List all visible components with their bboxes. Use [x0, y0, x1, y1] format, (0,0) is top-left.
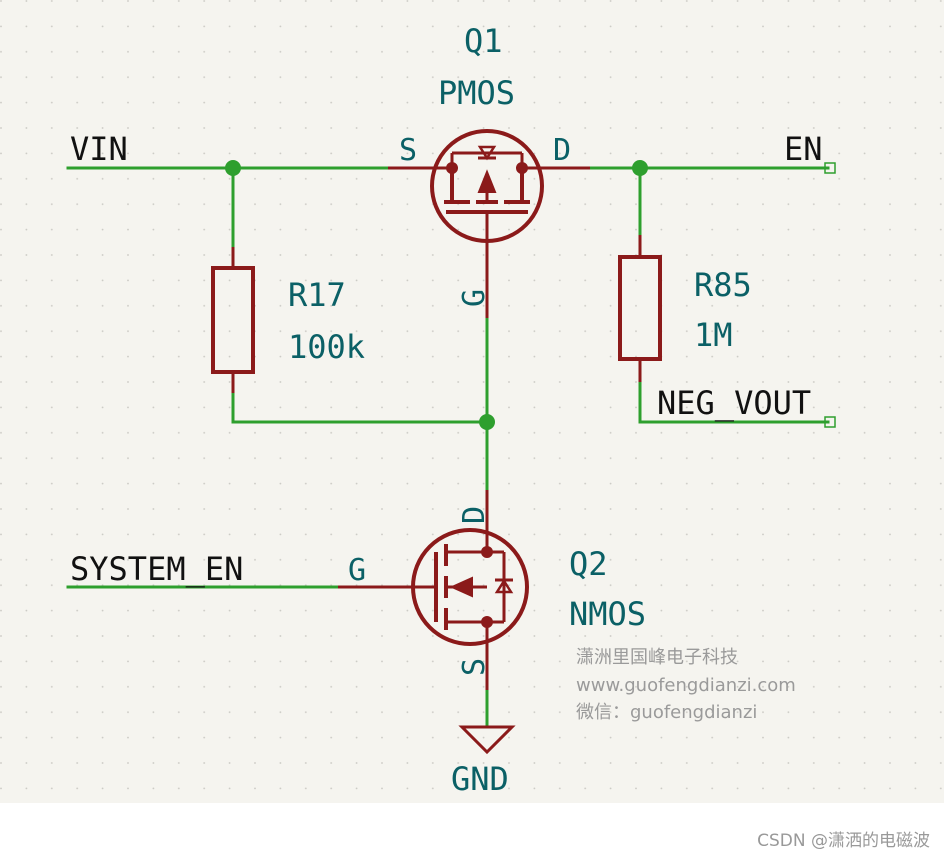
q2-pin-d: D	[457, 506, 492, 524]
csdn-credit: CSDN @潇洒的电磁波	[757, 831, 930, 851]
q1-pin-d: D	[553, 133, 571, 168]
junction-en	[632, 160, 648, 176]
label-marker-en	[824, 162, 836, 174]
label-marker-neg-vout	[824, 416, 836, 428]
watermark-company: 潇洲里国峰电子科技	[576, 647, 738, 668]
q1-pin-s: S	[399, 133, 417, 168]
q2-value: NMOS	[569, 595, 646, 633]
r85-resistor-symbol	[618, 235, 662, 382]
net-label-en: EN	[784, 130, 823, 168]
q2-ref: Q2	[569, 545, 608, 583]
watermark-wechat: 微信：guofengdianzi	[576, 702, 757, 723]
q1-pmos-symbol	[388, 129, 590, 318]
r17-ref: R17	[288, 276, 346, 314]
net-label-system-en: SYSTEM_EN	[70, 550, 243, 588]
gnd-symbol	[458, 725, 516, 755]
q1-value: PMOS	[438, 74, 515, 112]
junction-vin	[225, 160, 241, 176]
r85-value: 1M	[694, 316, 733, 354]
q1-ref: Q1	[464, 22, 503, 60]
r17-value: 100k	[288, 328, 365, 366]
watermark-url: www.guofengdianzi.com	[576, 675, 796, 696]
r17-resistor-symbol	[211, 247, 255, 393]
r85-ref: R85	[694, 266, 752, 304]
net-label-neg-vout: NEG_VOUT	[657, 384, 811, 422]
q2-nmos-symbol	[338, 490, 529, 690]
junction-gate	[479, 414, 495, 430]
q1-pin-g: G	[457, 289, 492, 307]
net-label-vin: VIN	[70, 130, 128, 168]
q2-pin-g: G	[348, 553, 366, 588]
q2-pin-s: S	[457, 658, 492, 676]
gnd-label: GND	[451, 760, 509, 798]
